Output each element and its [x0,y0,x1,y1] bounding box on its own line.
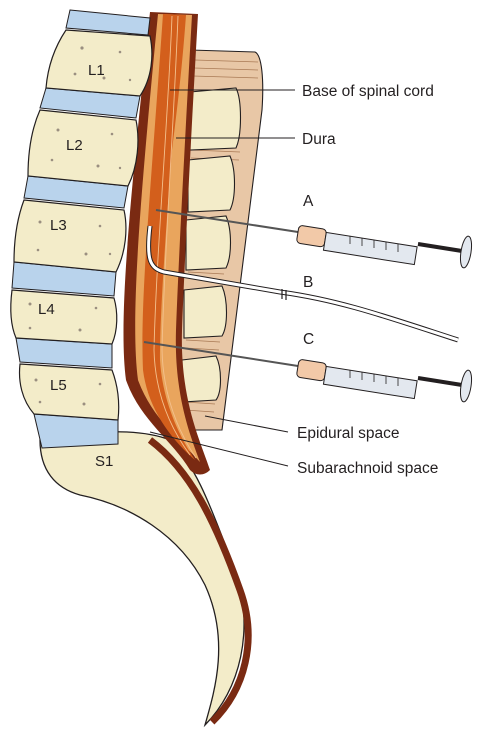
syringe-a-plunger [459,235,474,268]
vertebra-l5 [20,364,119,420]
spinous-process-2 [188,156,235,212]
syringe-c-hub [296,359,326,381]
label-epidural-space: Epidural space [297,425,400,442]
vertebra-label-l2: L2 [66,137,83,154]
label-subarachnoid-space: Subarachnoid space [297,460,438,477]
syringe-a-barrel [323,232,417,264]
label-needle-c: C [303,331,314,348]
vertebra-l3 [14,200,126,272]
vertebra-l2 [28,110,138,186]
vertebra-label-l5: L5 [50,377,67,394]
syringe-a-hub [296,225,326,247]
syringe-c-barrel [323,366,417,398]
spinous-process-4 [184,286,227,338]
vertebra-label-l4: L4 [38,301,55,318]
vertebra-label-s1: S1 [95,453,113,470]
spinous-process-3 [186,216,231,270]
label-base-of-spinal-cord: Base of spinal cord [302,83,434,100]
syringe-c-plunger [459,369,474,402]
vertebra-label-l1: L1 [88,62,105,79]
label-needle-b: B [303,274,313,291]
sacrum [40,432,244,725]
spinous-process-1 [190,88,241,150]
vertebra-label-l3: L3 [50,217,67,234]
vertebra-l4 [11,290,117,344]
label-dura: Dura [302,131,336,148]
label-needle-a: A [303,193,314,210]
spinous-process-5 [182,356,221,402]
